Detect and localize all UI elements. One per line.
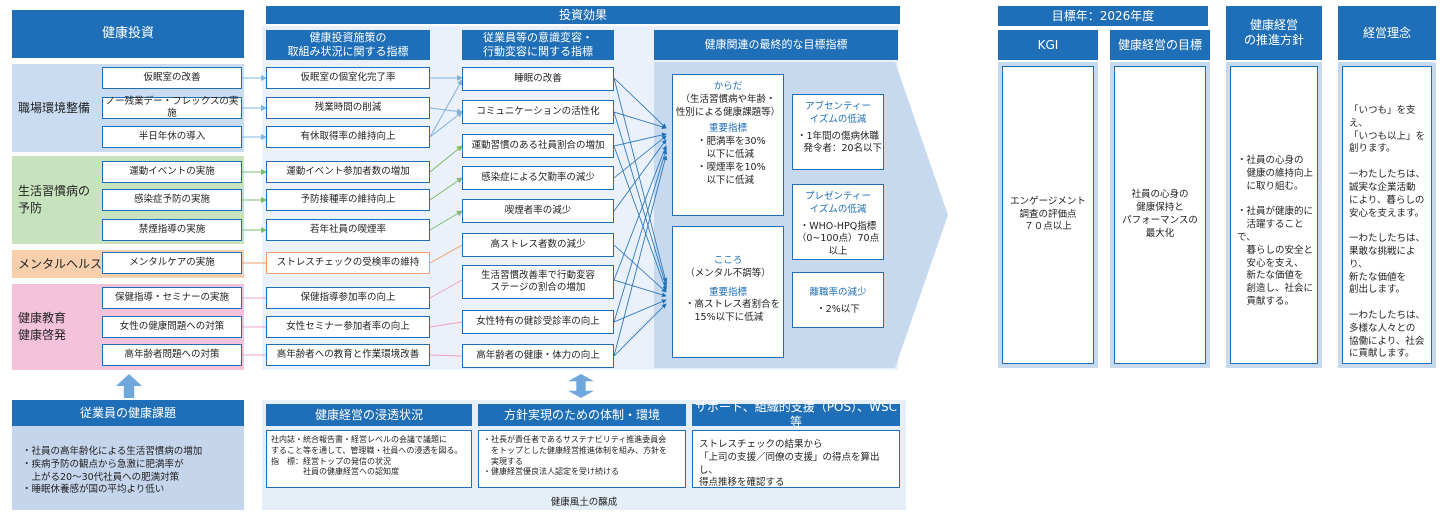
item-exercise-event: 運動イベントの実施 — [102, 161, 242, 183]
issues-header: 従業員の健康課題 — [12, 400, 244, 426]
karada-box: からだ （生活習慣病や年齢・ 性別による健康課題等） 重要指標 ・肥満率を30%… — [672, 74, 784, 216]
sesaku-indicator-5: 予防接種率の維持向上 — [266, 189, 430, 211]
sesaku-header: 健康投資施策の 取組み状況に関する指標 — [266, 30, 430, 60]
turnover-title: 離職率の減少 — [809, 287, 867, 298]
support-header: サポート、組織的支援（POS）、WSC等 — [692, 400, 900, 429]
ishiki-indicator-1: 睡眠の改善 — [462, 67, 614, 91]
sesaku-indicator-3: 有休取得率の維持向上 — [266, 126, 430, 148]
ishiki-indicator-3: 運動習慣のある社員割合の増加 — [462, 134, 614, 158]
kgi-text: エンゲージメント 調査の評価点 ７０点以上 — [1002, 66, 1094, 364]
karada-key-label: 重要指標 — [708, 123, 747, 135]
presenteeism-box: プレゼンティー イズムの低減 ・WHO-HPQ指標 （0~100点）70点以上 — [792, 184, 884, 260]
presenteeism-title: プレゼンティー イズムの低減 — [805, 191, 871, 215]
ishiki-indicator-4: 感染症による欠勤率の減少 — [462, 166, 614, 190]
goal-text: 社員の心身の 健康保持と パフォーマンスの 最大化 — [1114, 66, 1206, 364]
karada-sub: （生活習慣病や年齢・ 性別による健康課題等） — [675, 93, 781, 118]
philosophy-text: 「いつも」を支え、 「いつも以上」を 創ります。 一わたしたちは、 誠実な企業活… — [1342, 66, 1432, 364]
absenteeism-text: ・1年間の傷病休職 発令者：20名以下 — [796, 130, 883, 155]
item-women-health: 女性の健康問題への対策 — [102, 316, 242, 338]
policy-text: ・社員の心身の 健康の維持向上 に取り組む。 ・社員が健康的に 活躍することで、… — [1230, 66, 1318, 364]
category-label-lifestyle: 生活習慣病の 予防 — [18, 184, 91, 215]
kenko-toshi-header: 健康投資 — [12, 10, 244, 58]
policy-header: 健康経営 の推進方針 — [1226, 6, 1322, 60]
sesaku-indicator-1: 仮眠室の個室化完了率 — [266, 67, 430, 89]
saishu-header: 健康関連の最終的な目標指標 — [654, 30, 898, 60]
kokoro-box: こころ （メンタル不調等） 重要指標 ・高ストレス者割合を 15%以下に低減 — [672, 226, 784, 358]
sesaku-indicator-10: 高年齢者への教育と作業環境改善 — [266, 344, 430, 366]
item-elderly: 高年齢者問題への対策 — [102, 344, 242, 366]
item-no-overtime: ノー残業デー・フレックスの実施 — [102, 96, 242, 119]
sesaku-indicator-7: ストレスチェックの受検率の維持 — [266, 252, 430, 274]
toshi-koka-header: 投資効果 — [266, 6, 900, 24]
turnover-text: ・2%以下 — [816, 303, 860, 315]
turnover-box: 離職率の減少 ・2%以下 — [792, 272, 884, 328]
karada-title: からだ — [713, 81, 743, 92]
kokoro-sub: （メンタル不調等） — [685, 267, 771, 279]
item-mental-care: メンタルケアの実施 — [102, 252, 242, 274]
system-header: 方針実現のための体制・環境 — [478, 404, 686, 426]
item-health-guidance: 保健指導・セミナーの実施 — [102, 287, 242, 309]
category-label-education: 健康教育 健康啓発 — [18, 311, 67, 342]
ishiki-indicator-5: 喫煙者率の減少 — [462, 199, 614, 223]
presenteeism-text: ・WHO-HPQ指標 （0~100点）70点以上 — [796, 220, 880, 258]
target-year-header: 目標年：2026年度 — [998, 6, 1208, 26]
goal-header: 健康経営の目標 — [1110, 30, 1210, 60]
sesaku-indicator-4: 運動イベント参加者数の増加 — [266, 161, 430, 183]
ishiki-header: 従業員等の意識変容・ 行動変容に関する指標 — [462, 30, 614, 60]
issues-panel — [12, 424, 244, 510]
philosophy-header: 経営理念 — [1338, 6, 1436, 60]
issues-text: ・社員の高年齢化による生活習慣病の増加 ・疾病予防の観点から急激に肥満率が 上が… — [22, 446, 203, 496]
item-smoking-guidance: 禁煙指導の実施 — [102, 219, 242, 241]
kokoro-key-text: ・高ストレス者割合を 15%以下に低減 — [685, 299, 781, 324]
kgi-header: KGI — [998, 30, 1098, 60]
sesaku-indicator-2: 残業時間の削減 — [266, 97, 430, 119]
category-label-workplace: 職場環境整備 — [18, 100, 91, 115]
absenteeism-box: アブセンティー イズムの低減 ・1年間の傷病休職 発令者：20名以下 — [792, 94, 884, 170]
sesaku-indicator-8: 保健指導参加率の向上 — [266, 287, 430, 309]
penetration-header: 健康経営の浸透状況 — [266, 404, 472, 426]
ishiki-indicator-8: 女性特有の健診受診率の向上 — [462, 310, 614, 334]
ishiki-indicator-7: 生活習慣改善率で行動変容 ステージの割合の増加 — [462, 265, 614, 299]
ishiki-indicator-2: コミュニケーションの活性化 — [462, 100, 614, 124]
penetration-text: 社内誌・統合報告書・経営レベルの会議で議題に すること等を通して、管理職・社員へ… — [266, 430, 472, 488]
kokoro-key-label: 重要指標 — [708, 286, 747, 298]
item-infection-prevention: 感染症予防の実施 — [102, 189, 242, 211]
absenteeism-title: アブセンティー イズムの低減 — [805, 101, 871, 125]
ishiki-indicator-6: 高ストレス者数の減少 — [462, 233, 614, 257]
item-half-day-leave: 半日年休の導入 — [102, 126, 242, 148]
item-nap-room: 仮眠室の改善 — [102, 67, 242, 89]
support-text: ストレスチェックの結果から 「上司の支援／同僚の支援」の得点を算出し、 得点推移… — [692, 430, 900, 488]
karada-key-text: ・肥満率を30% 以下に低減 ・喫煙率を10% 以下に低減 — [697, 136, 766, 186]
system-text: ・社長が責任者であるサステナビリティ推進委員会 をトップとした健康経営推進体制を… — [478, 430, 686, 488]
ishiki-indicator-9: 高年齢者の健康・体力の向上 — [462, 344, 614, 368]
sesaku-indicator-6: 若年社員の喫煙率 — [266, 219, 430, 241]
bottom-footer: 健康風土の醸成 — [550, 497, 618, 508]
category-label-mental: メンタルヘルス — [18, 256, 103, 271]
kokoro-title: こころ — [713, 255, 743, 266]
sesaku-indicator-9: 女性セミナー参加者率の向上 — [266, 316, 430, 338]
